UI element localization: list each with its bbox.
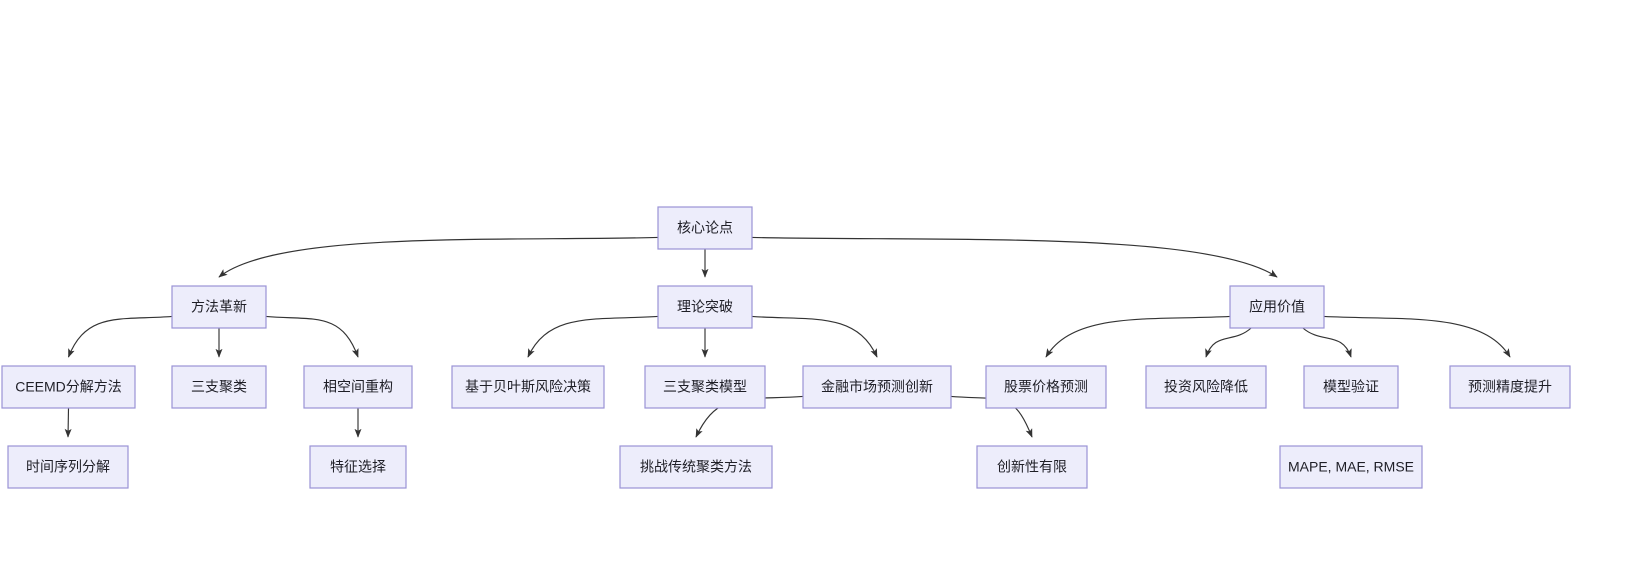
node-n_timeseries[interactable]: 时间序列分解 bbox=[7, 445, 129, 489]
edge-n_ceemd-to-n_timeseries bbox=[64, 407, 72, 438]
node-n_ceemd[interactable]: CEEMD分解方法 bbox=[1, 365, 136, 409]
node-n_metrics[interactable]: MAPE, MAE, RMSE bbox=[1279, 445, 1423, 489]
node-label: 方法革新 bbox=[191, 299, 247, 315]
node-box[interactable] bbox=[657, 206, 753, 250]
node-box[interactable] bbox=[1, 365, 136, 409]
node-label: 相空间重构 bbox=[323, 379, 393, 395]
node-label: 核心论点 bbox=[677, 220, 733, 236]
edge-n_value-to-n_risk bbox=[1205, 327, 1252, 358]
node-box[interactable] bbox=[802, 365, 952, 409]
node-box[interactable] bbox=[1145, 365, 1267, 409]
node-n_finance[interactable]: 金融市场预测创新 bbox=[802, 365, 952, 409]
edge-n_value-to-n_stock bbox=[1045, 315, 1231, 358]
node-label: 模型验证 bbox=[1323, 379, 1379, 395]
node-label: 特征选择 bbox=[330, 459, 386, 475]
node-n_three[interactable]: 三支聚类 bbox=[171, 365, 267, 409]
node-n_feature[interactable]: 特征选择 bbox=[309, 445, 407, 489]
node-label: 创新性有限 bbox=[997, 459, 1067, 475]
node-box[interactable] bbox=[7, 445, 129, 489]
node-box[interactable] bbox=[1229, 285, 1325, 329]
node-label: 预测精度提升 bbox=[1468, 379, 1552, 395]
node-box[interactable] bbox=[171, 365, 267, 409]
node-label: 投资风险降低 bbox=[1164, 379, 1248, 395]
node-label: 三支聚类模型 bbox=[663, 379, 747, 395]
node-label: 应用价值 bbox=[1249, 299, 1305, 315]
edge-n_method-to-n_phase bbox=[265, 315, 359, 358]
node-box[interactable] bbox=[976, 445, 1088, 489]
node-box[interactable] bbox=[309, 445, 407, 489]
node-n_phase[interactable]: 相空间重构 bbox=[303, 365, 413, 409]
node-n_stock[interactable]: 股票价格预测 bbox=[985, 365, 1107, 409]
node-label: 三支聚类 bbox=[191, 379, 247, 395]
edge-n_method-to-n_ceemd bbox=[67, 315, 173, 358]
node-box[interactable] bbox=[985, 365, 1107, 409]
node-n_verify[interactable]: 模型验证 bbox=[1303, 365, 1399, 409]
node-n_theory[interactable]: 理论突破 bbox=[657, 285, 753, 329]
node-box[interactable] bbox=[171, 285, 267, 329]
node-n_limited[interactable]: 创新性有限 bbox=[976, 445, 1088, 489]
node-label: 时间序列分解 bbox=[26, 459, 110, 475]
edge-n_theory-to-n_bayes bbox=[527, 315, 659, 358]
node-box[interactable] bbox=[1279, 445, 1423, 489]
node-box[interactable] bbox=[1303, 365, 1399, 409]
edge-n_value-to-n_verify bbox=[1302, 327, 1352, 358]
node-box[interactable] bbox=[644, 365, 766, 409]
node-n_challenge[interactable]: 挑战传统聚类方法 bbox=[619, 445, 773, 489]
node-label: 基于贝叶斯风险决策 bbox=[465, 379, 591, 395]
node-label: CEEMD分解方法 bbox=[15, 379, 122, 395]
node-label: 股票价格预测 bbox=[1004, 379, 1088, 395]
edge-n_theory-to-n_finance bbox=[751, 315, 878, 358]
node-label: 金融市场预测创新 bbox=[821, 379, 933, 395]
node-label: 理论突破 bbox=[677, 299, 733, 315]
edge-n_root-to-n_value bbox=[751, 236, 1278, 278]
node-n_method[interactable]: 方法革新 bbox=[171, 285, 267, 329]
node-n_accuracy[interactable]: 预测精度提升 bbox=[1449, 365, 1571, 409]
node-n_risk[interactable]: 投资风险降低 bbox=[1145, 365, 1267, 409]
node-n_root[interactable]: 核心论点 bbox=[657, 206, 753, 250]
node-n_value[interactable]: 应用价值 bbox=[1229, 285, 1325, 329]
node-box[interactable] bbox=[1449, 365, 1571, 409]
node-n_bayes[interactable]: 基于贝叶斯风险决策 bbox=[451, 365, 605, 409]
edges-layer bbox=[64, 236, 1511, 438]
node-n_threemodel[interactable]: 三支聚类模型 bbox=[644, 365, 766, 409]
edge-n_root-to-n_method bbox=[218, 236, 659, 278]
node-box[interactable] bbox=[619, 445, 773, 489]
node-box[interactable] bbox=[451, 365, 605, 409]
node-label: MAPE, MAE, RMSE bbox=[1288, 459, 1414, 475]
node-box[interactable] bbox=[657, 285, 753, 329]
edge-n_value-to-n_accuracy bbox=[1323, 315, 1511, 358]
node-label: 挑战传统聚类方法 bbox=[640, 459, 752, 475]
node-box[interactable] bbox=[303, 365, 413, 409]
